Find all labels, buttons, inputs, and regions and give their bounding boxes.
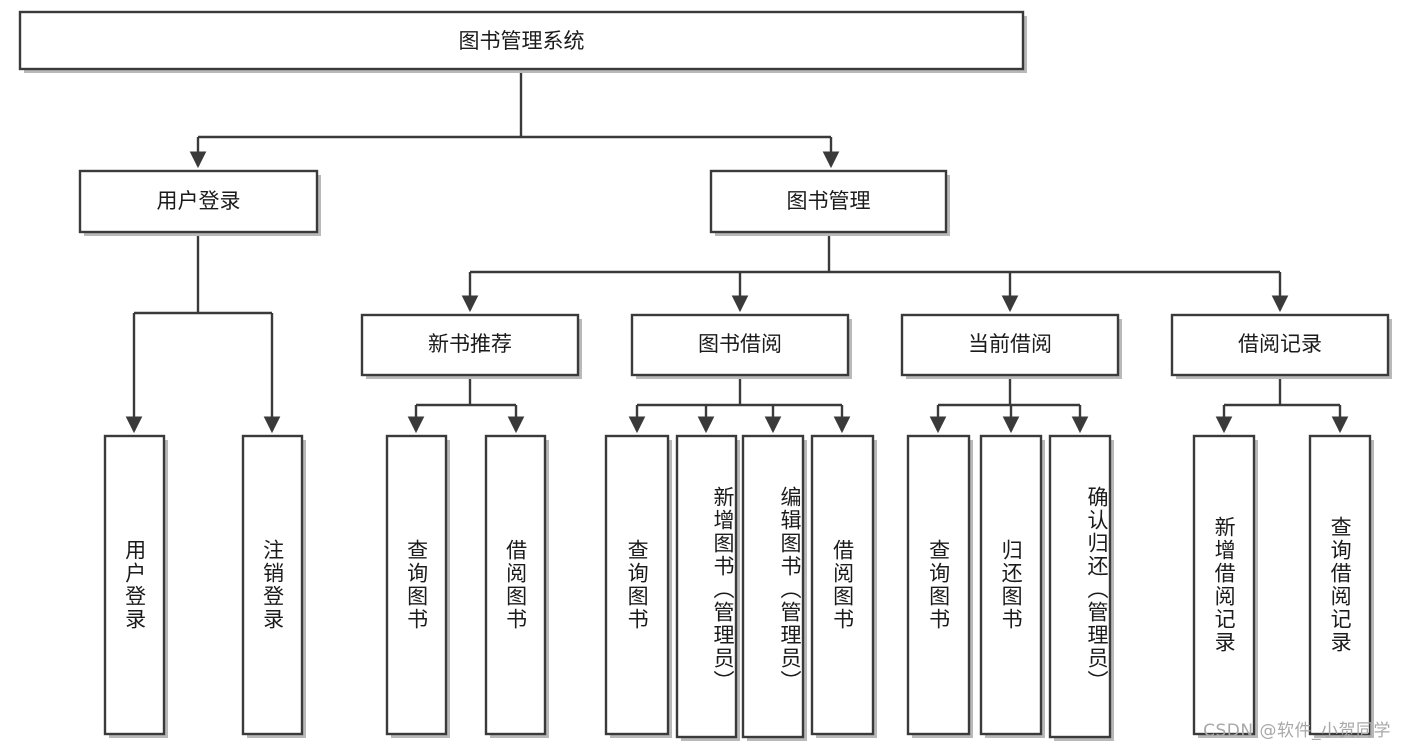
node-label-book-manage: 图书管理: [787, 189, 871, 213]
node-label-new-book-recommend: 新书推荐: [428, 332, 512, 356]
node-box-borrow-add-book-admin[interactable]: [675, 434, 738, 739]
node-box-recommend-borrow-book[interactable]: [484, 434, 547, 736]
node-box-user-login[interactable]: [78, 169, 319, 234]
node-box-current-return-book[interactable]: [979, 434, 1043, 736]
connector-layer: [125, 69, 1349, 434]
node-box-current-confirm-return-admin[interactable]: [1048, 434, 1112, 739]
node-label-book-borrow: 图书借阅: [698, 332, 782, 356]
node-box-borrow-edit-book-admin[interactable]: [741, 434, 805, 739]
node-box-record-add-record[interactable]: [1192, 434, 1256, 736]
node-box-book-manage[interactable]: [709, 169, 948, 234]
node-box-root[interactable]: [18, 10, 1025, 71]
node-box-user-login-leaf[interactable]: [103, 434, 166, 736]
node-label-current-borrow: 当前借阅: [968, 332, 1052, 356]
node-box-borrow-borrow-book[interactable]: [810, 434, 875, 736]
node-box-user-logout-leaf[interactable]: [241, 434, 304, 736]
node-box-record-query-record[interactable]: [1308, 434, 1372, 736]
node-box-new-book-recommend[interactable]: [360, 313, 580, 377]
node-box-borrow-query-book[interactable]: [604, 434, 670, 736]
node-box-current-borrow[interactable]: [900, 313, 1120, 377]
node-layer: 图书管理系统 用户登录 图书管理 新书推荐 图书借阅 当前借阅 借阅记录: [18, 10, 1392, 741]
node-label-borrow-record: 借阅记录: [1238, 332, 1322, 356]
node-box-current-query-book[interactable]: [906, 434, 971, 736]
node-box-recommend-query-book[interactable]: [385, 434, 448, 736]
node-label-user-login: 用户登录: [157, 189, 241, 213]
node-box-borrow-record[interactable]: [1170, 313, 1390, 377]
node-box-book-borrow[interactable]: [630, 313, 850, 377]
node-label-root: 图书管理系统: [459, 29, 585, 53]
watermark-text: CSDN @软件_小贺同学: [1203, 721, 1391, 741]
